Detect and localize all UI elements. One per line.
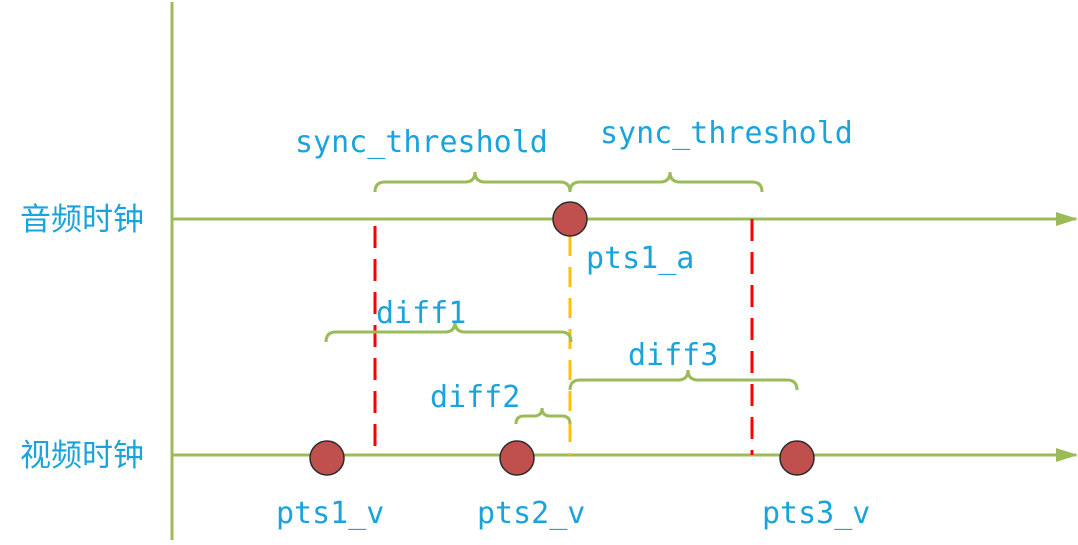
diff3-brace xyxy=(568,369,799,391)
left-threshold-label: sync_threshold xyxy=(295,125,548,160)
pts3-v-label: pts3_v xyxy=(762,496,870,531)
pts2-v-point xyxy=(499,440,535,476)
diff2-label: diff2 xyxy=(430,380,520,415)
pts1-a-point xyxy=(552,201,588,237)
diff3-label: diff3 xyxy=(628,338,718,373)
diff1-label: diff1 xyxy=(376,296,466,331)
right-threshold-brace xyxy=(568,171,764,193)
diff1-brace xyxy=(324,321,573,343)
diff2-brace xyxy=(514,407,572,425)
pts1-v-label: pts1_v xyxy=(276,496,384,531)
right-threshold-label: sync_threshold xyxy=(600,116,853,151)
video-clock-label: 视频时钟 xyxy=(20,438,144,474)
pts2-v-label: pts2_v xyxy=(477,496,585,531)
left-threshold-brace xyxy=(373,171,572,193)
pts1-v-point xyxy=(309,440,345,476)
pts1-a-label: pts1_a xyxy=(586,241,694,276)
pts3-v-point xyxy=(779,440,815,476)
audio-clock-label: 音频时钟 xyxy=(20,202,144,238)
